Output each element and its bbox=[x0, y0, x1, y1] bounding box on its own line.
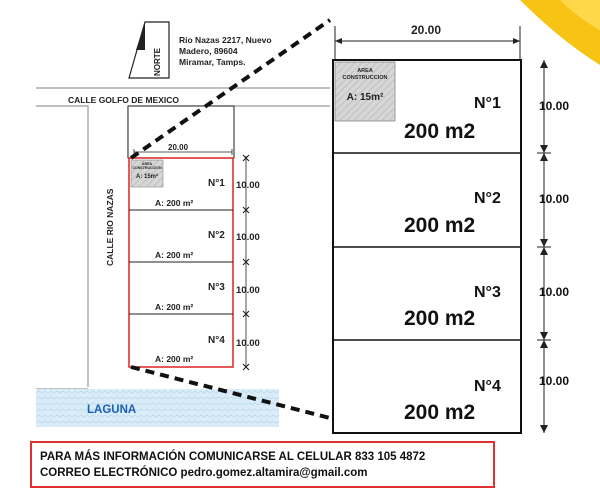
large-lot-1-area: 200 m2 bbox=[404, 120, 475, 143]
large-construction-title-2: CONSTRUCCION bbox=[343, 75, 388, 81]
small-lot-1-id: N°1 bbox=[208, 178, 225, 189]
small-lot-2-area: A: 200 m² bbox=[155, 250, 193, 260]
large-depth-1: 10.00 bbox=[539, 99, 569, 113]
small-depth-1: 10.00 bbox=[236, 180, 260, 191]
large-width-label: 20.00 bbox=[411, 23, 441, 37]
address-line-3: Miramar, Tamps. bbox=[179, 57, 245, 67]
large-lot-4-id: N°4 bbox=[474, 378, 501, 395]
small-width-label: 20.00 bbox=[168, 143, 189, 152]
small-lot-2-id: N°2 bbox=[208, 230, 225, 241]
small-depth-2: 10.00 bbox=[236, 232, 260, 243]
large-plan: 20.00 AREA CONSTRUCCION A: 15m² N°1 200 … bbox=[332, 23, 569, 434]
zoom-connectors bbox=[129, 18, 332, 420]
north-arrow: NORTE bbox=[128, 21, 170, 79]
large-lot-3-id: N°3 bbox=[474, 284, 501, 301]
small-plan: 20.00 AREA CONSTRUCCION A: 15m² N°1 A: 2… bbox=[127, 105, 260, 371]
large-depth-3: 10.00 bbox=[539, 285, 569, 299]
lagoon-area bbox=[36, 389, 279, 427]
contact-phone-line: PARA MÁS INFORMACIÓN COMUNICARSE AL CELU… bbox=[40, 451, 426, 463]
address-line-2: Madero, 89604 bbox=[179, 46, 238, 56]
large-construction-area: A: 15m² bbox=[347, 92, 384, 103]
lagoon-label: LAGUNA bbox=[87, 404, 136, 416]
small-construction-title-2: CONSTRUCCION bbox=[132, 166, 162, 170]
large-construction-title-1: AREA bbox=[357, 68, 373, 74]
address-block: Rio Nazas 2217, Nuevo Madero, 89604 Mira… bbox=[179, 35, 272, 67]
small-lot-3-id: N°3 bbox=[208, 282, 225, 293]
large-lot-1-id: N°1 bbox=[474, 95, 501, 112]
small-depth-3: 10.00 bbox=[236, 285, 260, 296]
small-lot-4-area: A: 200 m² bbox=[155, 354, 193, 364]
corner-decoration bbox=[520, 0, 600, 65]
street-nazas-label: CALLE RIO NAZAS bbox=[105, 188, 115, 266]
small-lot-3-area: A: 200 m² bbox=[155, 302, 193, 312]
small-lot-4-id: N°4 bbox=[208, 335, 225, 346]
small-construction-title-1: AREA bbox=[142, 162, 153, 166]
large-lot-2-area: 200 m2 bbox=[404, 214, 475, 237]
small-construction-area: A: 15m² bbox=[136, 173, 158, 180]
small-lot-1-area: A: 200 m² bbox=[155, 198, 193, 208]
address-line-1: Rio Nazas 2217, Nuevo bbox=[179, 35, 272, 45]
large-depth-4: 10.00 bbox=[539, 374, 569, 388]
large-depth-2: 10.00 bbox=[539, 192, 569, 206]
north-label: NORTE bbox=[153, 47, 162, 76]
small-depth-4: 10.00 bbox=[236, 338, 260, 349]
large-lot-2-id: N°2 bbox=[474, 190, 501, 207]
large-lot-4-area: 200 m2 bbox=[404, 401, 475, 424]
contact-email-line: CORREO ELECTRÓNICO pedro.gomez.altamira@… bbox=[40, 467, 368, 479]
street-golfo-label: CALLE GOLFO DE MEXICO bbox=[68, 95, 179, 105]
contact-box: PARA MÁS INFORMACIÓN COMUNICARSE AL CELU… bbox=[30, 441, 495, 488]
large-lot-3-area: 200 m2 bbox=[404, 307, 475, 330]
